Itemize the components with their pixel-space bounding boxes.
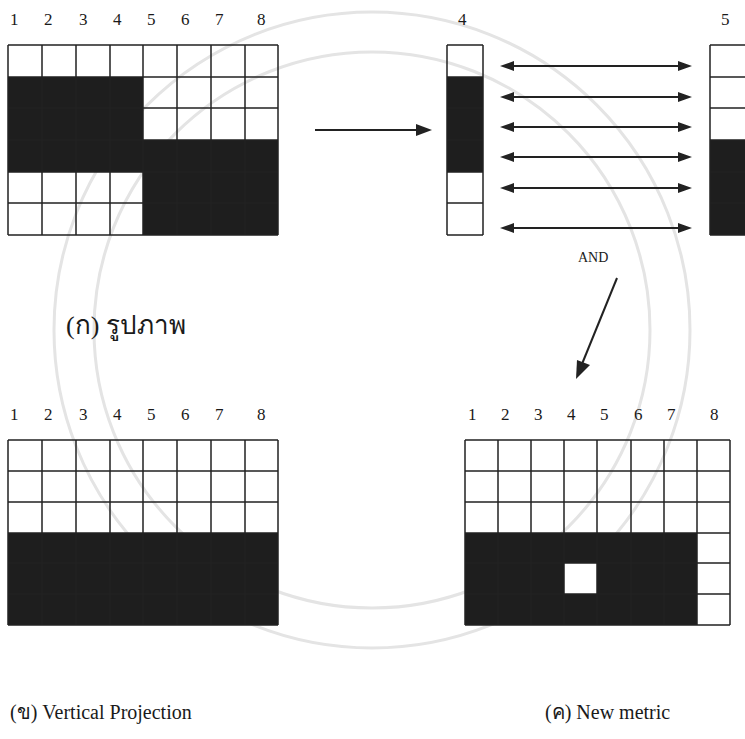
column-number-box: 1: [10, 10, 19, 30]
column-number: 7: [667, 405, 676, 424]
arrow-heads: [500, 61, 692, 233]
column-number-box: 8: [257, 10, 266, 30]
black-cells: [447, 77, 483, 172]
column-number-box: 2: [44, 10, 53, 30]
column-number-box: 7: [667, 405, 676, 425]
figure-caption: (ก) รูปภาพ: [66, 311, 186, 340]
grid-lines: [8, 440, 278, 625]
column-number: 5: [147, 10, 156, 29]
column-strip: [710, 45, 745, 235]
flow-arrow: [315, 124, 432, 136]
column-number: 8: [710, 405, 719, 424]
column-number-box: 2: [44, 405, 53, 425]
column-number: 8: [257, 10, 266, 29]
column-number-box: 5: [600, 405, 609, 425]
column-number-box: 3: [534, 405, 543, 425]
column-number: 1: [468, 405, 477, 424]
column-number-box: 3: [79, 405, 88, 425]
column-number-box: 5: [721, 10, 730, 30]
column-number: 5: [600, 405, 609, 424]
white-cells: [697, 533, 730, 625]
column-number-box: 4: [458, 10, 467, 30]
column-number: 2: [44, 10, 53, 29]
figure-caption: (ข) Vertical Projection: [10, 701, 192, 723]
figure-caption-box: (ก) รูปภาพ: [66, 310, 186, 341]
column-number: 1: [10, 405, 19, 424]
arrow-shaft: [315, 129, 420, 131]
column-number-box: 5: [147, 405, 156, 425]
column-number: 2: [501, 405, 510, 424]
image-grid: [8, 45, 278, 235]
column-number-box: 8: [257, 405, 266, 425]
figure-caption: (ค) New metric: [545, 701, 670, 723]
column-number: 7: [215, 405, 224, 424]
column-number: 8: [257, 405, 266, 424]
column-number-box: 4: [113, 10, 122, 30]
column-number: 5: [147, 405, 156, 424]
column-number-box: 1: [468, 405, 477, 425]
column-number: 7: [215, 10, 224, 29]
column-number-box: 6: [634, 405, 643, 425]
arrow-shaft: [582, 278, 617, 364]
operation-label: AND: [578, 250, 608, 265]
column-number-box: 1: [10, 405, 19, 425]
compare-arrows: [500, 61, 692, 233]
column-number: 6: [181, 10, 190, 29]
black-cells: [710, 140, 745, 235]
grid-lines: [447, 45, 483, 235]
column-number: 4: [113, 10, 122, 29]
column-number-box: 7: [215, 10, 224, 30]
column-number-box: 8: [710, 405, 719, 425]
projection-grid: [8, 440, 278, 625]
column-number: 2: [44, 405, 53, 424]
column-number: 6: [634, 405, 643, 424]
grid-lines: [8, 45, 278, 235]
column-number: 4: [458, 10, 467, 29]
column-number: 4: [567, 405, 576, 424]
column-number-box: 5: [147, 10, 156, 30]
and-arrow: [576, 278, 617, 379]
column-number-box: 4: [567, 405, 576, 425]
column-number: 4: [113, 405, 122, 424]
grid-lines: [710, 45, 745, 235]
figure-caption-box: (ค) New metric: [545, 700, 670, 724]
column-number: 5: [721, 10, 730, 29]
column-number: 6: [181, 405, 190, 424]
column-number-box: 3: [79, 10, 88, 30]
arrow-shafts: [512, 66, 680, 228]
grid-lines: [465, 440, 730, 625]
arrow-head: [416, 124, 432, 136]
metric-grid: [465, 440, 730, 625]
column-number-box: 7: [215, 405, 224, 425]
column-number: 1: [10, 10, 19, 29]
column-number-box: 2: [501, 405, 510, 425]
column-number: 3: [79, 10, 88, 29]
column-number-box: 4: [113, 405, 122, 425]
column-strip: [447, 45, 483, 235]
column-number-box: 6: [181, 10, 190, 30]
figure-caption-box: (ข) Vertical Projection: [10, 700, 192, 724]
column-number: 3: [534, 405, 543, 424]
white-cell: [564, 563, 597, 594]
operation-label-box: AND: [578, 250, 608, 267]
column-number-box: 6: [181, 405, 190, 425]
column-number: 3: [79, 405, 88, 424]
arrow-head: [576, 360, 590, 379]
